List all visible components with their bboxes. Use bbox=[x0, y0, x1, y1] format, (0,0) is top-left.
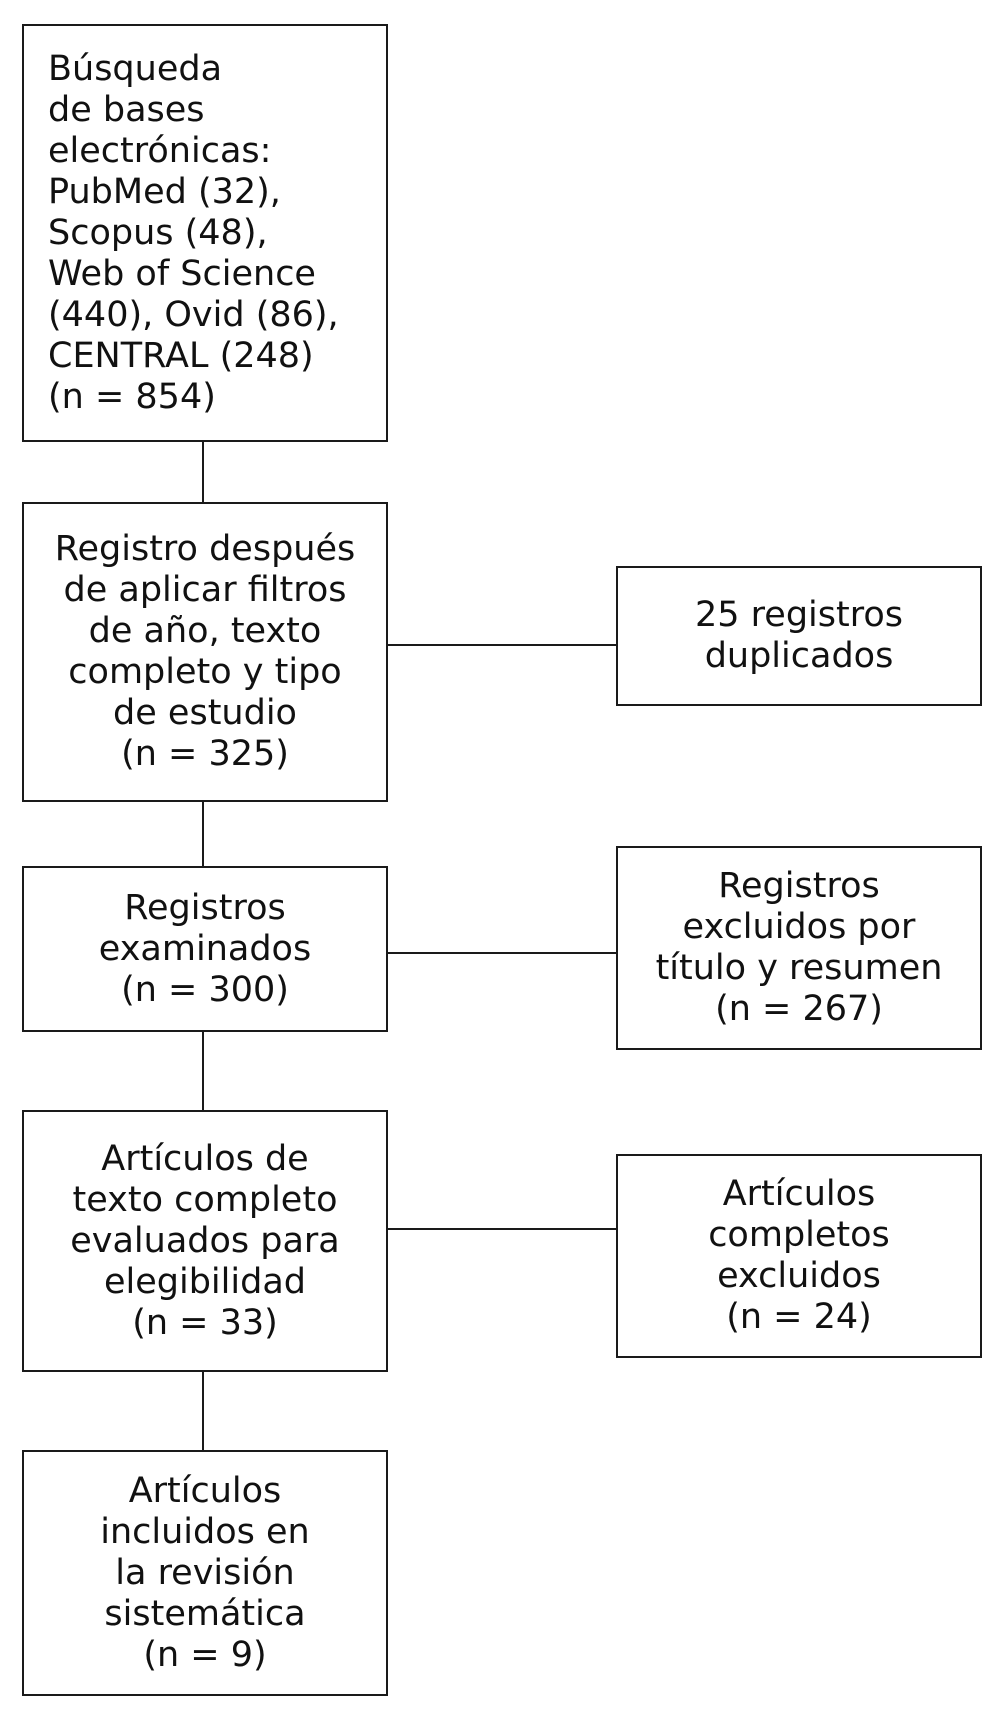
eligibility-line: elegibilidad bbox=[103, 1261, 306, 1302]
filtered-line: Registro después bbox=[54, 529, 356, 569]
included-box: Artículos incluidos en la revisión siste… bbox=[22, 1450, 388, 1696]
search-line: Búsqueda bbox=[48, 48, 223, 89]
filtered-line: (n = 325) bbox=[121, 734, 289, 774]
search-line: (440), Ovid (86), bbox=[48, 294, 339, 335]
duplicates-line: 25 registros bbox=[695, 595, 903, 635]
eligibility-box: Artículos de texto completo evaluados pa… bbox=[22, 1110, 388, 1372]
filtered-line: completo y tipo bbox=[68, 652, 342, 692]
excluded-title-line: excluidos por bbox=[682, 907, 916, 947]
excluded-full-text-box: Artículos completos excluidos (n = 24) bbox=[616, 1154, 982, 1358]
connector-eligibility-to-included bbox=[202, 1370, 204, 1450]
eligibility-line: Artículos de bbox=[101, 1138, 309, 1179]
filtered-line: de aplicar filtros bbox=[63, 570, 347, 610]
duplicates-box: 25 registros duplicados bbox=[616, 566, 982, 706]
excluded-full-line: excluidos bbox=[717, 1256, 881, 1296]
connector-filtered-to-screened bbox=[202, 800, 204, 868]
screened-line: Registros bbox=[124, 887, 286, 928]
excluded-title-line: (n = 267) bbox=[715, 989, 883, 1029]
eligibility-line: evaluados para bbox=[70, 1220, 340, 1261]
screened-records-box: Registros examinados (n = 300) bbox=[22, 866, 388, 1032]
included-line: (n = 9) bbox=[143, 1634, 267, 1675]
search-line: electrónicas: bbox=[48, 130, 272, 171]
excluded-title-abstract-box: Registros excluidos por título y resumen… bbox=[616, 846, 982, 1050]
excluded-full-line: completos bbox=[708, 1215, 890, 1255]
search-line: Scopus (48), bbox=[48, 212, 268, 253]
eligibility-line: texto completo bbox=[72, 1179, 338, 1220]
included-line: la revisión bbox=[115, 1552, 295, 1593]
connector-filtered-to-duplicates bbox=[386, 644, 618, 646]
excluded-title-line: Registros bbox=[718, 866, 880, 906]
connector-screened-to-excluded-title bbox=[386, 952, 618, 954]
screened-line: examinados bbox=[98, 928, 312, 969]
filtered-line: de año, texto bbox=[88, 611, 322, 651]
screened-line: (n = 300) bbox=[121, 969, 289, 1010]
search-line: (n = 854) bbox=[48, 376, 216, 417]
included-line: Artículos bbox=[128, 1470, 282, 1511]
filtered-records-box: Registro después de aplicar filtros de a… bbox=[22, 502, 388, 802]
eligibility-line: (n = 33) bbox=[132, 1302, 278, 1343]
excluded-full-line: Artículos bbox=[722, 1174, 876, 1214]
search-line: PubMed (32), bbox=[48, 171, 281, 212]
included-line: incluidos en bbox=[100, 1511, 310, 1552]
search-line: Web of Science bbox=[48, 253, 316, 294]
connector-search-to-filtered bbox=[202, 440, 204, 502]
excluded-title-line: título y resumen bbox=[655, 948, 943, 988]
filtered-line: de estudio bbox=[113, 693, 297, 733]
connector-eligibility-to-excluded-full bbox=[386, 1228, 618, 1230]
search-box: Búsqueda de bases electrónicas: PubMed (… bbox=[22, 24, 388, 442]
excluded-full-line: (n = 24) bbox=[726, 1297, 872, 1337]
included-line: sistemática bbox=[104, 1593, 306, 1634]
duplicates-line: duplicados bbox=[704, 636, 894, 676]
search-line: CENTRAL (248) bbox=[48, 335, 314, 376]
connector-screened-to-eligibility bbox=[202, 1030, 204, 1112]
search-line: de bases bbox=[48, 89, 205, 130]
